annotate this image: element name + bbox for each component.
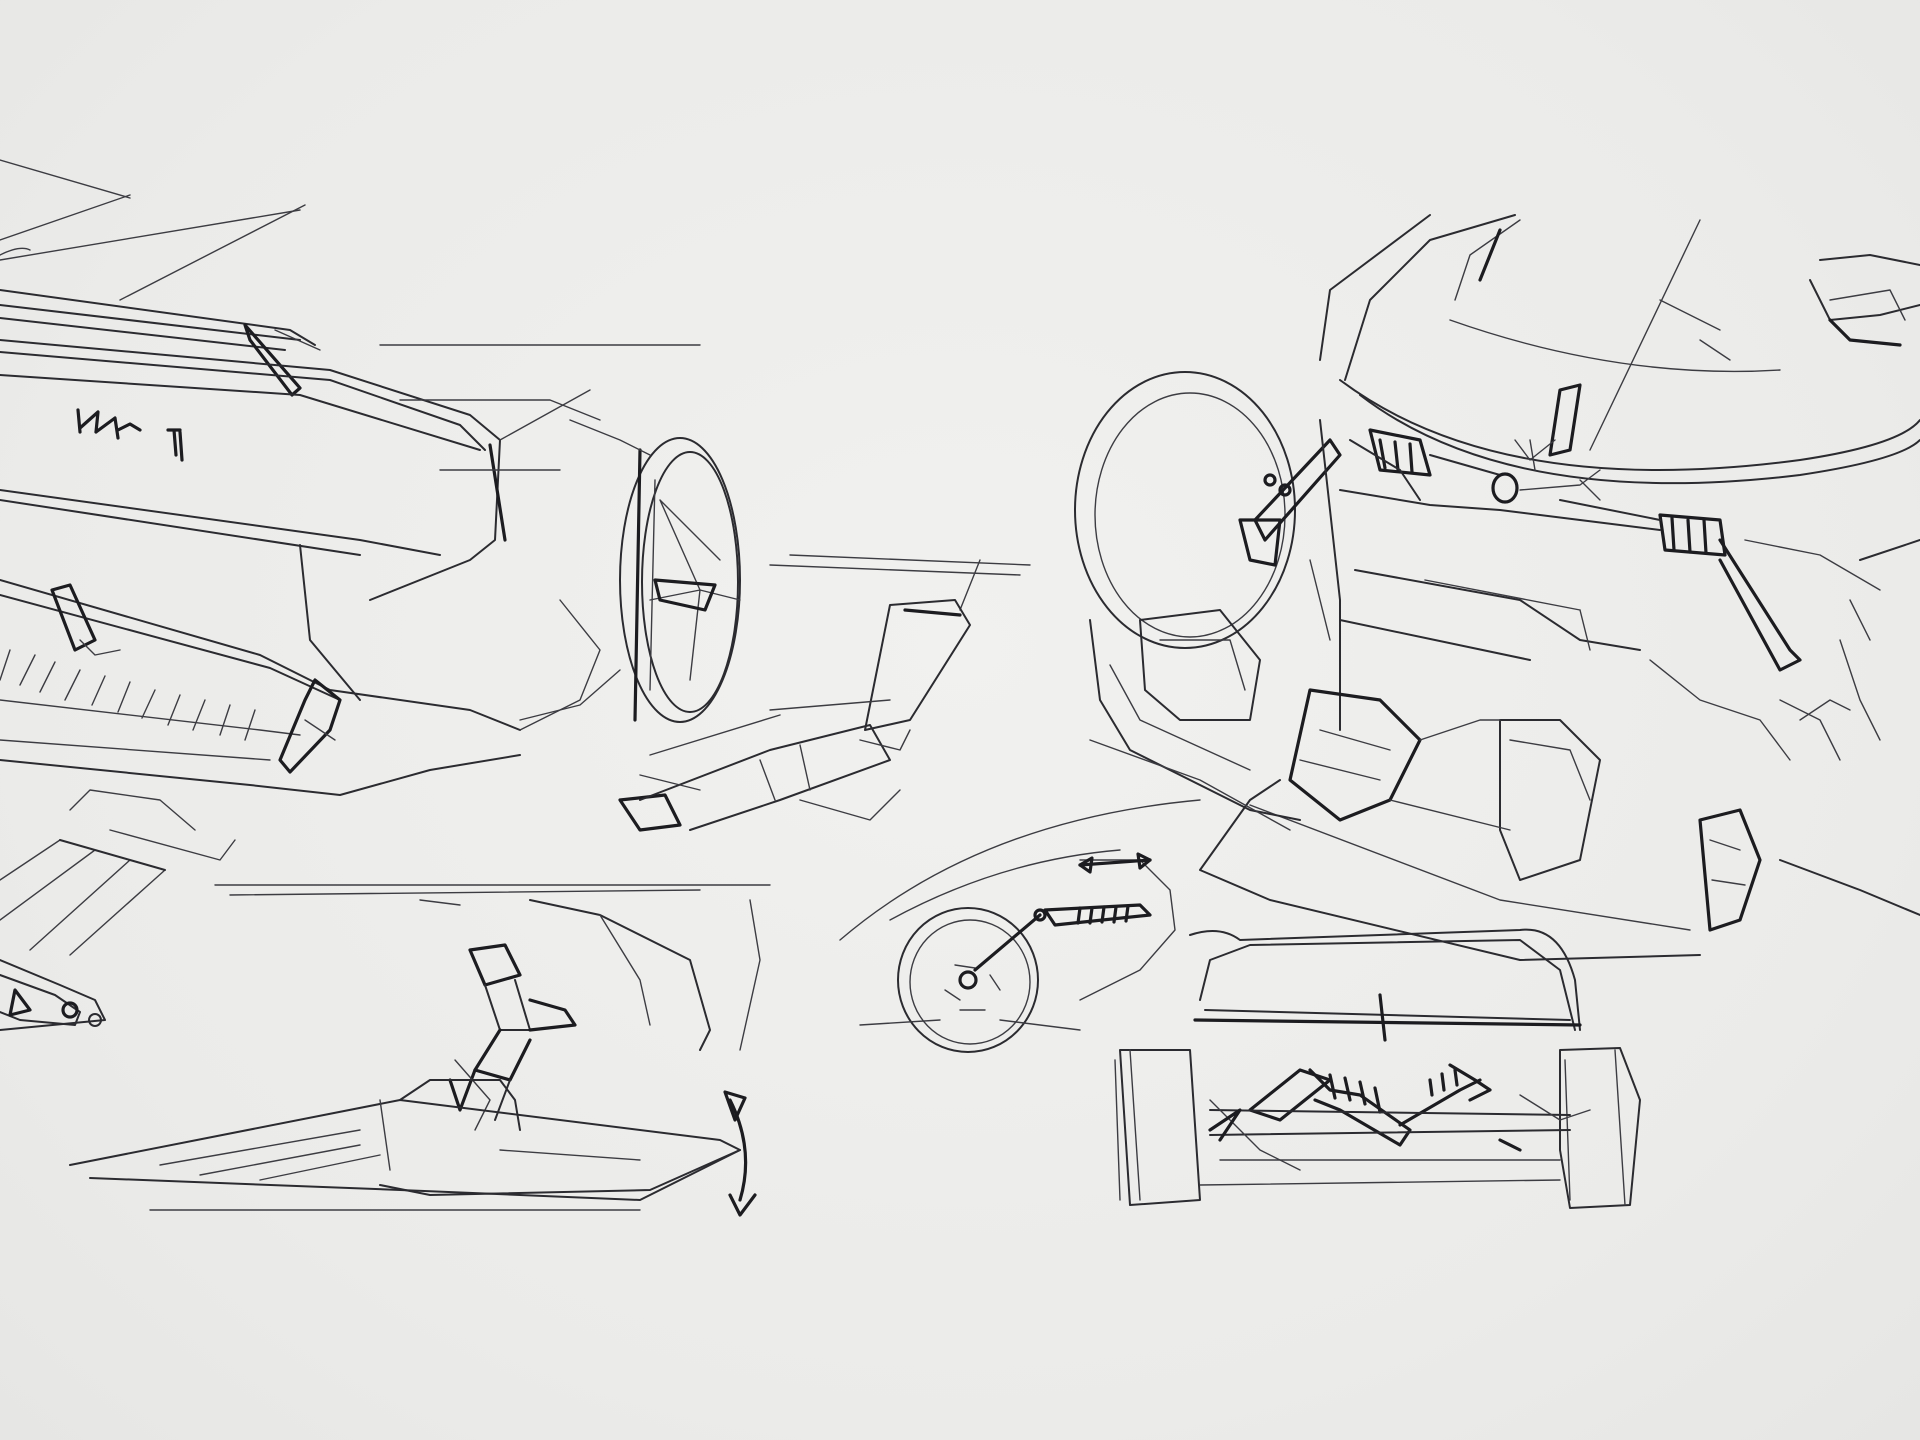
rear-diffuser-fin-detail	[0, 789, 236, 1031]
front-splitter-hinge-arrow-detail	[69, 884, 771, 1217]
aero-flap-actuator-detail	[618, 554, 1031, 832]
front-axle-suspension-schematic	[1114, 928, 1641, 1209]
suv-front-three-quarter-view	[0, 159, 741, 796]
wheel-pushrod-suspension-side-view	[839, 799, 1201, 1053]
vehicle-front-low-angle-view	[1074, 214, 1920, 961]
